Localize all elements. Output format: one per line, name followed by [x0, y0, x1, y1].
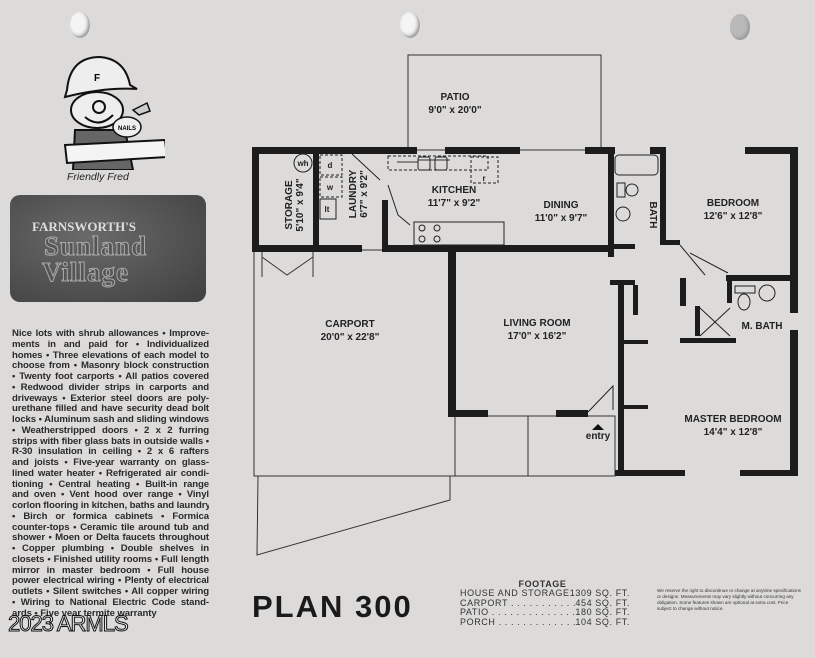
room-size-laundry: 6'7" x 9'2" [359, 170, 370, 218]
features-line: driveways • Exterior steel doors are pol… [12, 393, 209, 404]
punch-hole [400, 12, 420, 38]
features-line: and oven • Vent hood over range • Vinyl [12, 490, 209, 501]
footage-row: PORCH . . . . . . . . . . . . . . . . . … [460, 616, 630, 627]
room-size-dining: 11'0" x 9'7" [535, 213, 588, 224]
features-line: outlets • Silent switches • All copper w… [12, 587, 209, 597]
fixture-label-laundry-tub: lt [325, 205, 330, 214]
footage-value: 454 SQ. FT. [575, 597, 630, 608]
features-line: corlon flooring in kitchen, baths and la… [12, 501, 209, 511]
footage-heading: FOOTAGE [518, 579, 567, 589]
features-line: closets • Finished utility rooms • Full … [12, 554, 209, 565]
features-line: urethane filled and have security dead b… [12, 404, 209, 415]
features-line: strips with fiber glass bats in outside … [12, 436, 209, 447]
room-label-bath: BATH [647, 201, 658, 228]
fixture-label-washer: w [326, 183, 334, 192]
fixture-label-water-heater: wh [296, 159, 308, 168]
porch-outline [454, 415, 616, 477]
features-line: tioning • Central heating • Built-in ran… [12, 479, 209, 490]
room-label-master-bath: M. BATH [742, 321, 783, 332]
features-line: R-30 insulation in ceiling • 2 x 6 rafte… [12, 447, 209, 458]
logo-line-1: FARNSWORTH'S [32, 219, 137, 234]
room-size-living: 17'0" x 16'2" [508, 331, 567, 342]
features-line: mirror in master bedroom • Full house [12, 565, 209, 576]
footage-name: PATIO . . . . . . . . . . . . . . . . . … [460, 608, 576, 618]
features-line: • Birch or formica cabinets • Formica [12, 511, 209, 522]
features-line: • Redwood divider strips in carports and [12, 382, 209, 393]
footage-name: HOUSE AND STORAGE . . . . . . . . . . . … [460, 589, 570, 599]
watermark: 2023 ARMLS [8, 611, 130, 637]
footage-name: PORCH . . . . . . . . . . . . . . . . . … [460, 617, 575, 627]
nails-bag-text: NAILS [118, 126, 136, 132]
features-line: lined water heater • Refrigerated air co… [12, 468, 209, 479]
driveway-outline [256, 475, 451, 556]
fixture-label-refrigerator: r [482, 174, 485, 183]
features-line: shower • Moen or Delta faucets throughou… [12, 533, 209, 544]
footage-table: FOOTAGE HOUSE AND STORAGE . . . . . . . … [460, 579, 630, 627]
walls [252, 147, 798, 476]
footage-row: CARPORT . . . . . . . . . . . . . . . . … [460, 597, 630, 608]
room-label-master: MASTER BEDROOM [684, 414, 781, 425]
room-size-kitchen: 11'7" x 9'2" [428, 198, 481, 209]
footage-value: 180 SQ. FT. [575, 607, 630, 618]
features-line: and joists • Five-year warranty on glass… [12, 458, 209, 468]
room-label-patio: PATIO [440, 92, 469, 103]
room-label-bedroom: BEDROOM [707, 198, 759, 209]
features-description: Nice lots with shrub allowances • Improv… [12, 329, 209, 619]
sunland-village-logo: FARNSWORTH'S Sunland Village [10, 195, 206, 302]
footage-value: 1309 SQ. FT. [569, 588, 630, 599]
features-line: power electrical wiring • Plenty of elec… [12, 576, 209, 587]
features-line: ards • Five year termite warranty [12, 608, 157, 619]
features-line: • Weatherstripped doors • 2 x 2 furring [12, 425, 209, 436]
room-label-kitchen: KITCHEN [432, 185, 476, 196]
room-size-storage: 5'10" x 9'4" [295, 178, 306, 231]
room-size-bedroom: 12'6" x 12'8" [704, 211, 763, 222]
entry-arrow-icon [592, 424, 604, 430]
room-label-laundry: LAUNDRY [348, 169, 359, 218]
fixture-label-dryer: d [328, 161, 333, 170]
features-line: • Twenty foot carports • All patios cove… [12, 372, 209, 382]
punch-hole [730, 14, 750, 40]
features-line: choose from • Masonry block construction [12, 361, 209, 372]
carport-outline [253, 249, 456, 477]
plan-title: PLAN 300 [252, 589, 413, 624]
features-line: counter-tops • Ceramic tile around tub a… [12, 522, 209, 533]
mascot-badge-text: F [94, 73, 100, 84]
features-line: • Copper plumbing • Double shelves in [12, 544, 209, 554]
bathtub [614, 154, 659, 176]
footage-row: PATIO . . . . . . . . . . . . . . . . . … [460, 607, 630, 618]
features-line: locks • Aluminum sash and sliding window… [12, 415, 209, 425]
logo-line-3: Village [42, 257, 129, 288]
logo-line-2: Sunland [43, 231, 148, 262]
footage-row: HOUSE AND STORAGE . . . . . . . . . . . … [460, 588, 630, 599]
footage-name: CARPORT . . . . . . . . . . . . . . . . … [460, 598, 575, 608]
features-line: • Wiring to National Electric Code stand… [12, 597, 209, 608]
room-label-living: LIVING ROOM [503, 318, 570, 329]
disclaimer: We reserve the right to discontinue or c… [657, 588, 801, 611]
footage-value: 104 SQ. FT. [575, 616, 630, 627]
features-line: Nice lots with shrub allowances • Improv… [12, 329, 209, 339]
room-label-dining: DINING [544, 200, 579, 211]
friendly-fred-mascot: F NAILS [63, 55, 165, 170]
water-heater [293, 153, 313, 173]
room-size-master: 14'4" x 12'8" [704, 427, 763, 438]
mascot-caption: Friendly Fred [67, 171, 129, 183]
patio-outline [407, 54, 602, 151]
features-line: ments in and paid for • Individualized [12, 339, 209, 350]
room-label-carport: CARPORT [325, 319, 374, 330]
entry-label: entry [586, 431, 611, 442]
punch-hole [70, 12, 90, 38]
features-line: homes • Three elevations of each model t… [12, 350, 209, 361]
room-size-carport: 20'0" x 22'8" [321, 332, 380, 343]
room-label-storage: STORAGE [284, 180, 295, 230]
room-size-patio: 9'0" x 20'0" [428, 105, 481, 116]
